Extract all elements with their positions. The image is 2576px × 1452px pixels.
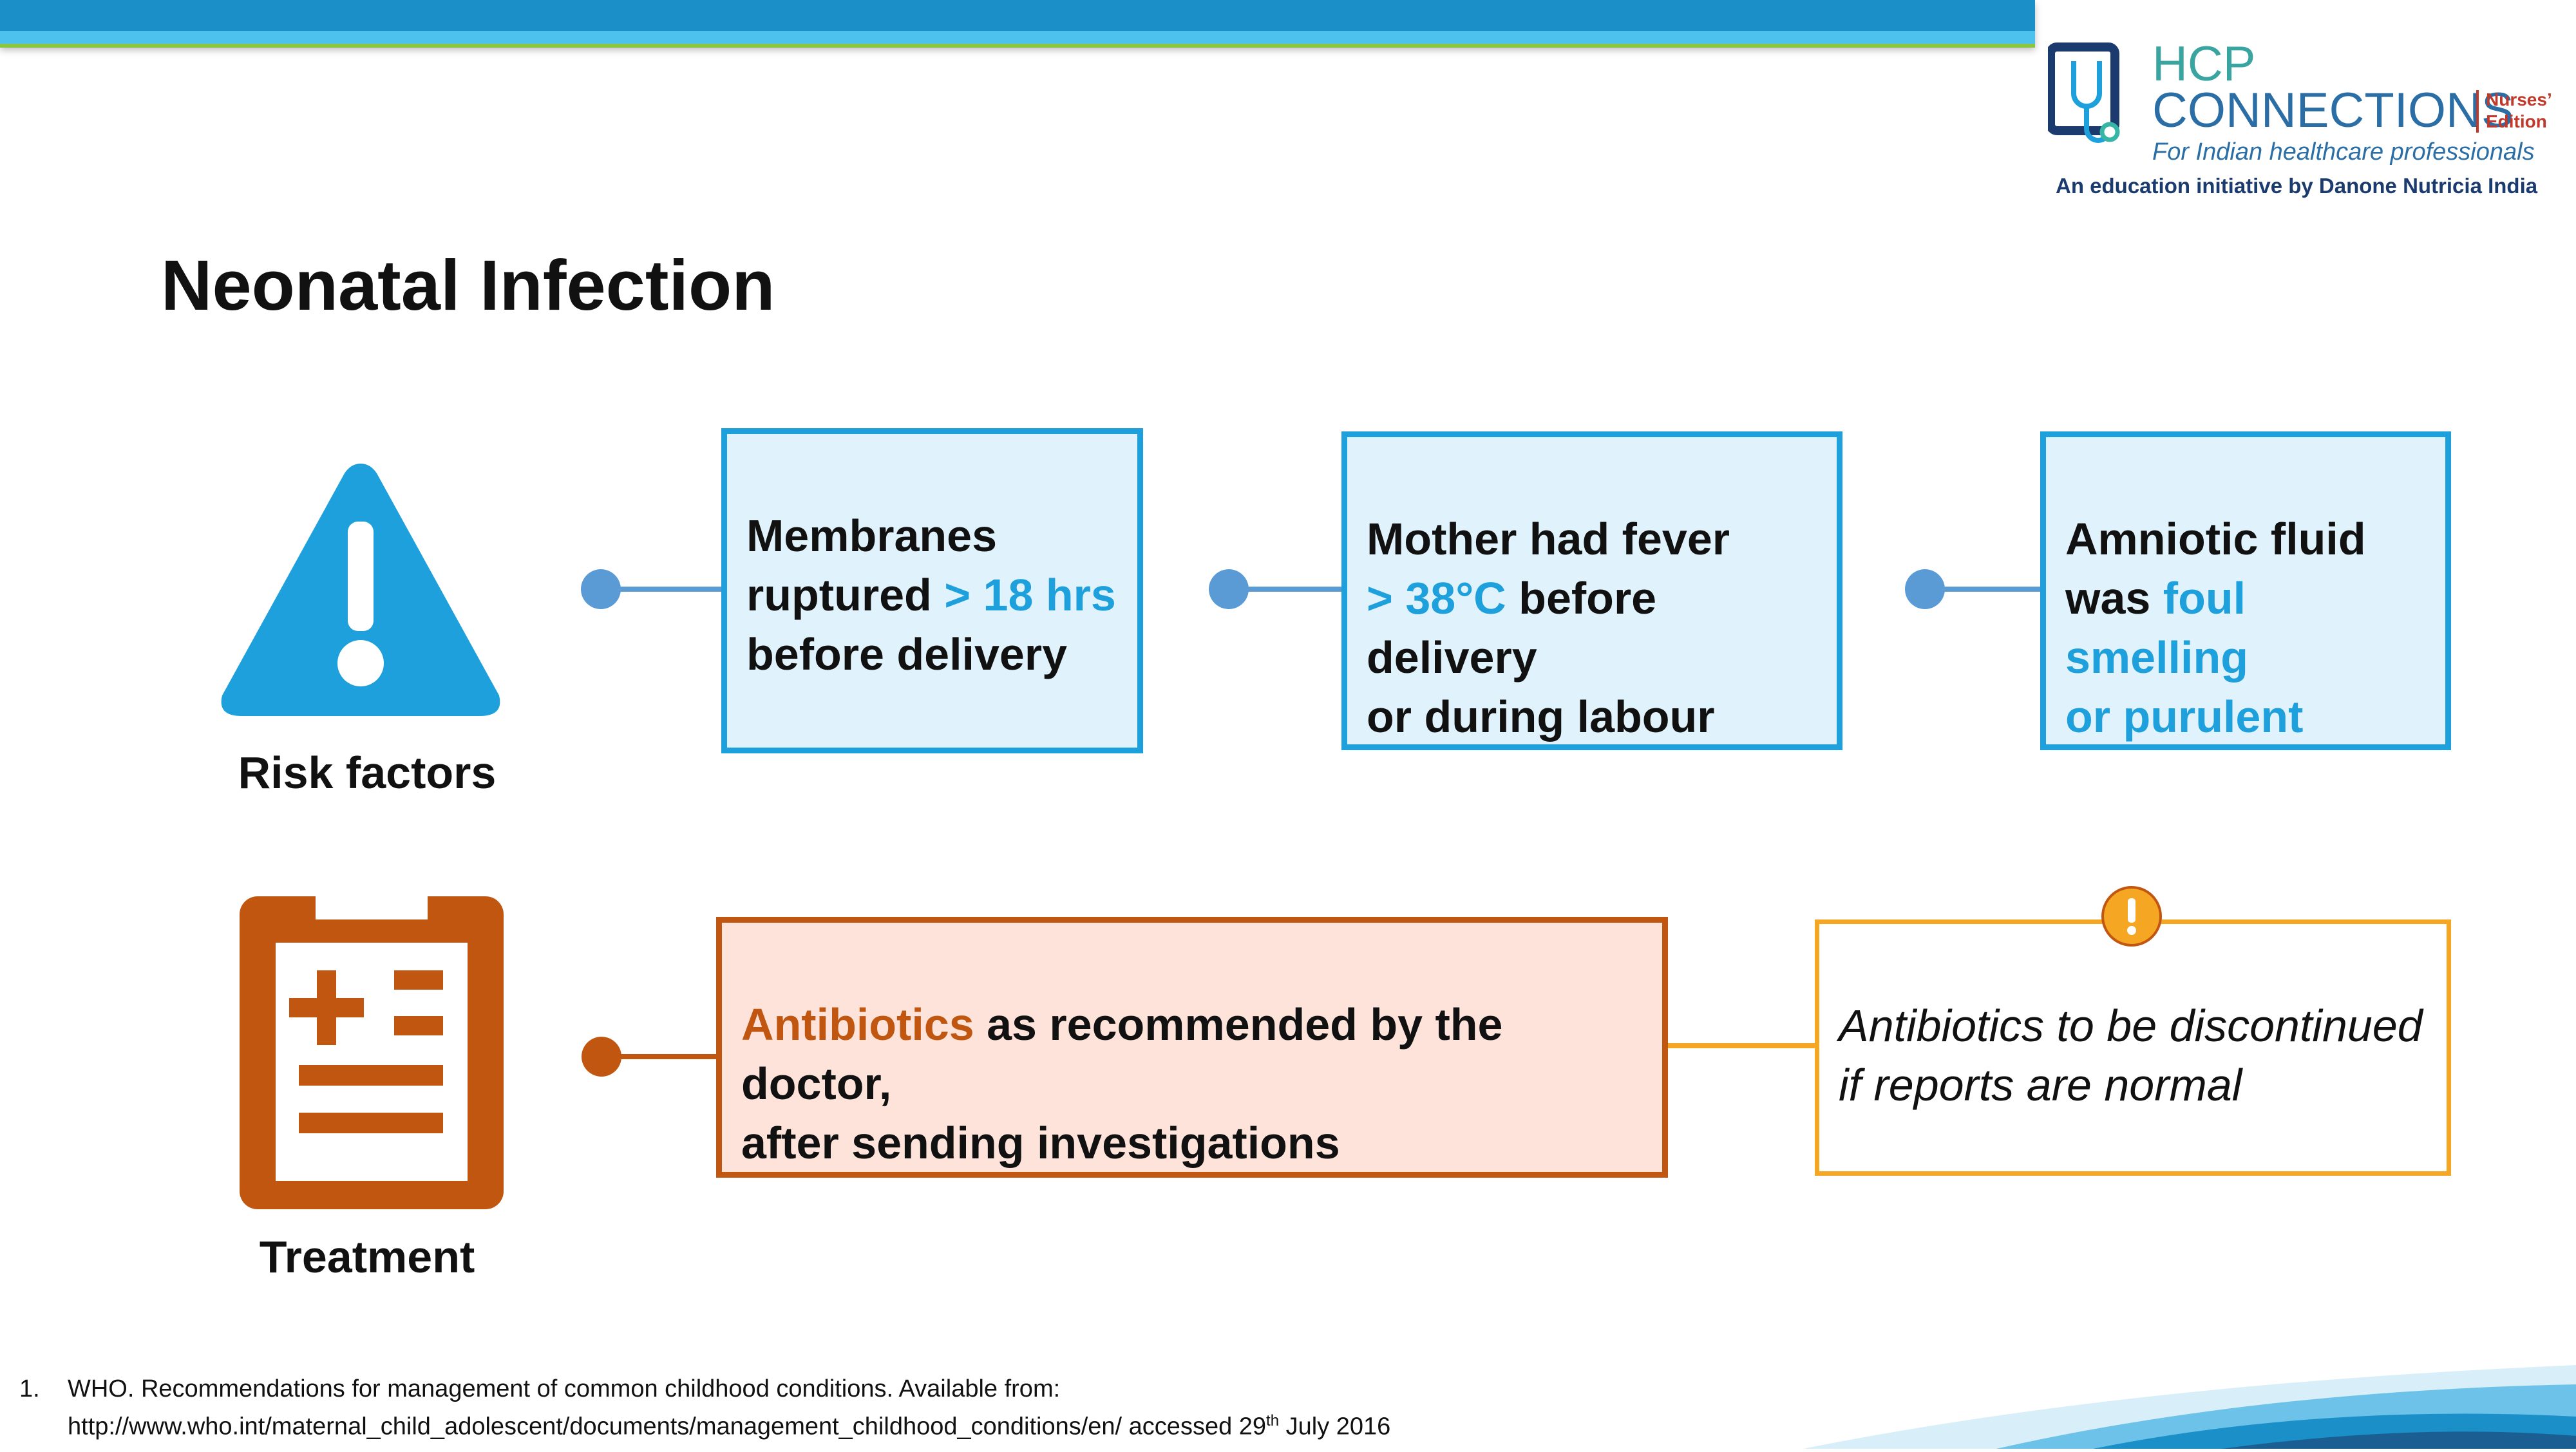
risk-box-membranes: Membranes ruptured > 18 hrs before deliv… — [721, 428, 1143, 753]
logo-tagline: For Indian healthcare professionals — [2152, 138, 2535, 165]
footnote-url[interactable]: http://www.who.int/maternal_child_adoles… — [68, 1413, 1267, 1440]
logo-badge-edition: Edition — [2486, 111, 2547, 131]
footnote-date: July 2016 — [1279, 1413, 1391, 1440]
treatment-line: after sending investigations — [741, 1118, 1340, 1168]
connector-line — [601, 587, 724, 592]
highlight-text: > 18 hrs — [944, 570, 1116, 620]
warning-triangle-icon — [216, 451, 506, 718]
risk-box-line: > 38°C before delivery — [1367, 569, 1817, 687]
footnote-link[interactable]: http://www.who.int/maternal_child_adoles… — [68, 1405, 1390, 1443]
risk-box-fever: Mother had fever > 38°C before delivery … — [1341, 431, 1842, 750]
tablet-stethoscope-icon — [2046, 42, 2138, 151]
risk-box-line: ruptured > 18 hrs — [746, 565, 1118, 625]
medical-chart-icon — [240, 896, 504, 1209]
note-line: Antibiotics to be discontinued — [1839, 1001, 2423, 1051]
footnote-line: WHO. Recommendations for management of c… — [68, 1375, 1061, 1402]
highlight-text: > 38°C — [1367, 573, 1506, 623]
risk-factors-label: Risk factors — [238, 748, 497, 798]
text-segment: was — [2065, 573, 2163, 623]
treatment-line: Antibiotics as recommended by the doctor… — [741, 995, 1643, 1113]
top-banner-stripe — [0, 44, 2035, 48]
connector-line — [1667, 1043, 1816, 1048]
footnote-number: 1. — [19, 1375, 40, 1402]
wave-decoration — [1803, 1346, 2576, 1449]
risk-box-line: was foul smelling — [2065, 569, 2426, 687]
connector-line — [601, 1054, 721, 1059]
risk-box-line: Mother had fever — [1367, 514, 1730, 564]
note-line: if reports are normal — [1839, 1060, 2242, 1110]
top-banner-accent — [0, 31, 2035, 44]
risk-box-line: or purulent — [2065, 692, 2304, 742]
risk-box-line: Membranes — [746, 511, 998, 561]
treatment-box: Antibiotics as recommended by the doctor… — [716, 917, 1668, 1178]
text-segment: ruptured — [746, 570, 945, 620]
logo-hcp: HCP — [2152, 37, 2256, 91]
connector-line — [1926, 587, 2041, 592]
risk-box-amniotic: Amniotic fluid was foul smelling or puru… — [2040, 431, 2451, 750]
treatment-label: Treatment — [259, 1232, 475, 1282]
text-segment: as recommended by the doctor, — [741, 999, 1503, 1109]
logo-connections: CONNECTIONS — [2152, 83, 2514, 138]
note-box: Antibiotics to be discontinued if report… — [1815, 919, 2451, 1176]
risk-box-line: or during labour — [1367, 692, 1715, 742]
risk-box-line: Amniotic fluid — [2065, 514, 2366, 564]
logo-badge-nurses: Nurses’ — [2486, 90, 2552, 109]
footnote-superscript: th — [1266, 1412, 1280, 1429]
text-segment: before delivery — [1367, 573, 1657, 683]
page-title: Neonatal Infection — [161, 246, 775, 325]
risk-box-line: before delivery — [746, 629, 1067, 679]
logo-initiative: An education initiative by Danone Nutric… — [2056, 174, 2538, 198]
highlight-text: foul smelling — [2065, 573, 2248, 683]
logo-divider — [2476, 90, 2479, 133]
exclamation-circle-icon — [2101, 885, 2163, 947]
highlight-text: Antibiotics — [741, 999, 974, 1050]
connector-line — [1229, 587, 1343, 592]
